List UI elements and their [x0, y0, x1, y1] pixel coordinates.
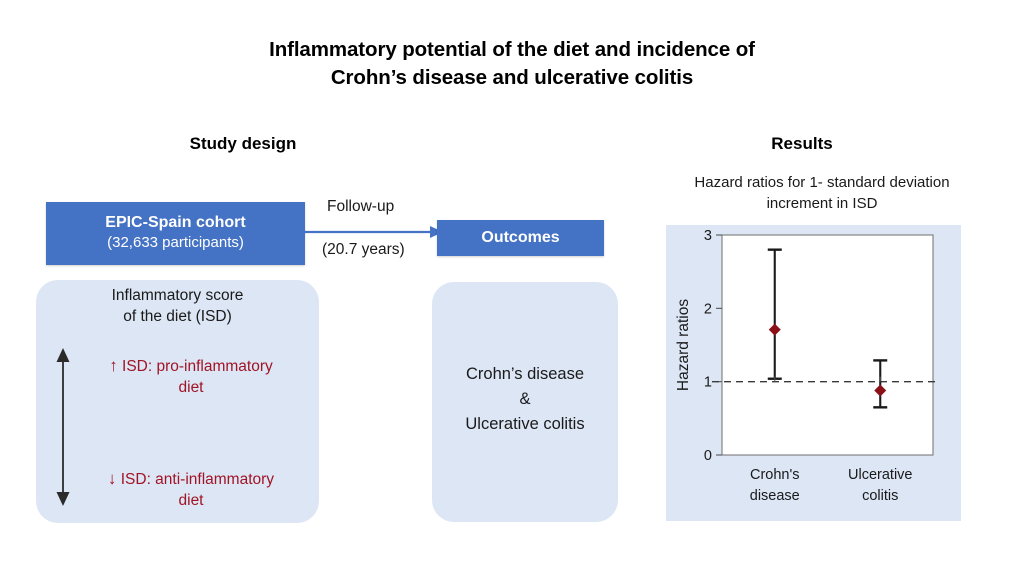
study-design-header: Study design: [189, 134, 297, 153]
x-axis-category-label: disease: [750, 488, 800, 504]
results-header: Results: [771, 134, 833, 153]
followup-arrow-icon: [303, 226, 443, 238]
followup-duration: (20.7 years): [322, 241, 405, 258]
page-title: Inflammatory potential of the diet and i…: [180, 36, 844, 93]
isd-anti-inflammatory: ↓ ISD: anti-inflammatory diet: [80, 468, 302, 512]
isd-panel-heading: Inflammatory score of the diet (ISD): [36, 286, 319, 328]
x-axis-category-label: colitis: [862, 488, 898, 504]
cohort-name: EPIC-Spain cohort: [105, 214, 246, 232]
outcome-line-1: Crohn’s disease: [465, 365, 584, 383]
isd-heading-line-1: Inflammatory score: [111, 287, 244, 304]
chart-caption-line-2: increment in ISD: [766, 195, 878, 212]
outcome-panel-text: Crohn’s disease & Ulcerative colitis: [432, 362, 618, 436]
plot-area: [721, 234, 934, 456]
page-title-line-1: Inflammatory potential of the diet and i…: [269, 38, 755, 61]
cohort-participants: (32,633 participants): [107, 233, 244, 251]
isd-anti-line-1: ↓ ISD: anti-inflammatory: [80, 468, 302, 491]
isd-pro-inflammatory: ↑ ISD: pro-inflammatory diet: [80, 355, 302, 399]
cohort-box: EPIC-Spain cohort (32,633 participants): [46, 202, 305, 265]
outcome-line-2: &: [519, 389, 531, 408]
isd-anti-line-2: diet: [178, 491, 204, 509]
isd-heading-line-2: of the diet (ISD): [123, 307, 232, 325]
data-point-group: [767, 248, 782, 380]
page-title-line-2: Crohn’s disease and ulcerative colitis: [330, 66, 694, 90]
y-axis-tick-label: 1: [704, 375, 712, 391]
outcome-line-3: Ulcerative colitis: [465, 414, 585, 433]
y-axis-tick-label: 2: [704, 301, 712, 317]
y-axis-tick-label: 0: [704, 448, 712, 464]
isd-pro-text-1: ISD: pro-inflammatory: [122, 358, 273, 375]
y-axis-tick-label: 3: [704, 228, 712, 244]
double-headed-vertical-arrow-icon: [56, 348, 70, 506]
isd-pro-line-1: ↑ ISD: pro-inflammatory: [80, 355, 302, 378]
followup-label: Follow-up: [327, 198, 395, 215]
outcome-panel: [432, 282, 618, 522]
isd-pro-line-2: diet: [178, 378, 204, 396]
arrow-down-icon: ↓: [107, 469, 117, 488]
isd-anti-text-1: ISD: anti-inflammatory: [120, 471, 275, 488]
x-axis-category-label: Ulcerative: [848, 467, 912, 483]
isd-panel: [36, 280, 319, 523]
arrow-up-icon: ↑: [109, 356, 118, 375]
chart-caption-line-1: Hazard ratios for 1- standard deviation: [694, 174, 950, 191]
x-axis-category-label: Crohn's: [750, 467, 800, 483]
chart-caption: Hazard ratios for 1- standard deviation …: [648, 172, 996, 214]
data-point-group: [873, 359, 888, 409]
y-axis-label: Hazard ratios: [675, 299, 692, 391]
outcomes-box: Outcomes: [437, 220, 604, 256]
